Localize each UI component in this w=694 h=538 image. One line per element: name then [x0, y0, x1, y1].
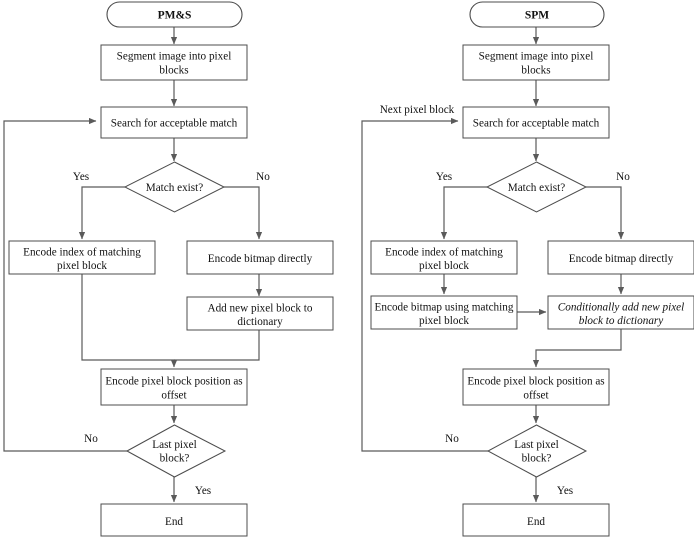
node-encode-bitmap-spm: Encode bitmap directly: [547, 240, 694, 275]
node-search-spm: Search for acceptable match: [462, 106, 610, 139]
edges-pms: [3, 26, 263, 503]
node-cond-add-spm-line1: Conditionally add new pixel: [558, 302, 684, 314]
edges-spm: [361, 26, 625, 503]
node-segment-spm-line2: blocks: [521, 65, 550, 77]
node-match-decision-spm-label: Match exist?: [508, 182, 566, 194]
node-encode-index-spm-line1: Encode index of matching: [385, 247, 503, 259]
node-match-decision-pms: Match exist?: [123, 161, 226, 213]
panel-pms: PM&S Segment image into pixel blocks Sea…: [3, 1, 334, 537]
node-last-decision-spm-line2: block?: [522, 453, 552, 465]
edge-label-last-yes-spm: Yes: [557, 485, 573, 497]
edge-last-no-loop-to-search: [3, 117, 127, 452]
node-last-decision-pms-line2: block?: [160, 453, 190, 465]
node-end-spm: End: [462, 503, 610, 537]
node-encode-index-pms-line1: Encode index of matching: [23, 247, 141, 259]
edge-label-next-pixel-block-spm: Next pixel block: [380, 104, 455, 116]
node-encode-bitmap-spm-label: Encode bitmap directly: [569, 253, 674, 265]
edge-match-no-to-encode-bitmap-spm: [586, 186, 625, 240]
edge-add-block-to-offset: [174, 330, 260, 361]
node-segment-spm: Segment image into pixel blocks: [462, 44, 610, 81]
edge-label-last-yes-pms: Yes: [195, 485, 211, 497]
edge-label-last-no-pms: No: [84, 433, 98, 445]
node-segment-pms-line2: blocks: [159, 65, 188, 77]
node-segment-pms-line1: Segment image into pixel: [117, 51, 232, 63]
node-cond-add-spm: Conditionally add new pixel block to dic…: [547, 295, 694, 330]
node-end-pms: End: [100, 503, 248, 537]
node-search-spm-label: Search for acceptable match: [473, 118, 600, 130]
node-segment-pms: Segment image into pixel blocks: [100, 44, 248, 81]
node-encode-using-spm: Encode bitmap using matching pixel block: [370, 295, 518, 330]
node-segment-spm-line1: Segment image into pixel: [479, 51, 594, 63]
node-last-decision-spm: Last pixel block?: [486, 424, 588, 478]
node-add-block-pms-line2: dictionary: [237, 316, 283, 328]
node-encode-bitmap-pms: Encode bitmap directly: [186, 240, 334, 275]
edge-cond-add-to-offset-spm: [532, 329, 622, 368]
node-encode-index-pms: Encode index of matching pixel block: [8, 240, 156, 275]
edge-last-no-loop-to-search-spm: [361, 117, 488, 452]
node-end-pms-label: End: [165, 516, 183, 528]
node-encode-offset-spm-line1: Encode pixel block position as: [467, 376, 604, 388]
node-encode-using-spm-line2: pixel block: [419, 315, 469, 327]
node-start-pms-label: PM&S: [158, 10, 192, 22]
node-search-pms-label: Search for acceptable match: [111, 118, 238, 130]
node-add-block-pms: Add new pixel block to dictionary: [186, 296, 334, 331]
node-start-pms: PM&S: [106, 1, 243, 28]
node-encode-bitmap-pms-label: Encode bitmap directly: [208, 253, 313, 265]
node-encode-offset-spm: Encode pixel block position as offset: [462, 368, 610, 406]
node-cond-add-spm-line2: block to dictionary: [579, 315, 664, 327]
node-encode-offset-pms-line2: offset: [161, 390, 187, 402]
node-last-decision-pms-line1: Last pixel: [152, 439, 196, 451]
edge-encode-index-to-offset: [81, 273, 178, 368]
node-match-decision-spm: Match exist?: [485, 161, 588, 213]
node-last-decision-pms: Last pixel block?: [125, 424, 227, 478]
edge-match-yes-to-encode-index: [78, 186, 125, 240]
node-encode-index-pms-line2: pixel block: [57, 260, 107, 272]
node-encode-offset-spm-line2: offset: [523, 390, 549, 402]
node-encode-index-spm: Encode index of matching pixel block: [370, 240, 518, 275]
node-encode-index-spm-line2: pixel block: [419, 260, 469, 272]
edge-match-no-to-encode-bitmap: [224, 186, 263, 240]
node-encode-offset-pms-line1: Encode pixel block position as: [105, 376, 242, 388]
node-end-spm-label: End: [527, 516, 545, 528]
edge-label-match-no-pms: No: [256, 171, 270, 183]
edge-label-match-yes-spm: Yes: [436, 171, 452, 183]
node-search-pms: Search for acceptable match: [100, 106, 248, 139]
node-encode-using-spm-line1: Encode bitmap using matching: [375, 302, 514, 314]
edge-label-match-no-spm: No: [616, 171, 630, 183]
edge-match-yes-to-encode-index-spm: [440, 186, 487, 240]
edge-label-last-no-spm: No: [445, 433, 459, 445]
node-add-block-pms-line1: Add new pixel block to: [207, 303, 312, 315]
edge-label-match-yes-pms: Yes: [73, 171, 89, 183]
node-start-spm-label: SPM: [525, 10, 549, 22]
node-match-decision-pms-label: Match exist?: [146, 182, 204, 194]
panel-spm: SPM Segment image into pixel blocks Next…: [361, 1, 694, 537]
node-start-spm: SPM: [469, 1, 605, 28]
node-last-decision-spm-line1: Last pixel: [514, 439, 558, 451]
node-encode-offset-pms: Encode pixel block position as offset: [100, 368, 248, 406]
